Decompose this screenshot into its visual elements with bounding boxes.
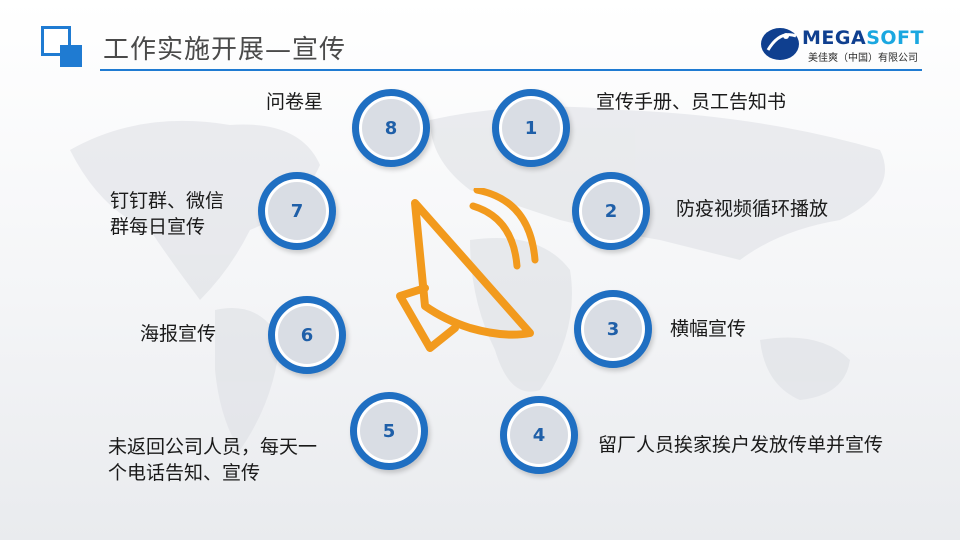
item-label-2: 防疫视频循环播放 — [676, 198, 829, 220]
step-circle-7: 7 — [258, 172, 336, 250]
step-circle-4: 4 — [500, 396, 578, 474]
item-label-3: 横幅宣传 — [670, 318, 747, 340]
step-circle-6: 6 — [268, 296, 346, 374]
logo-brand-left: MEGA — [802, 27, 867, 49]
header-divider — [100, 69, 922, 71]
step-circle-5: 5 — [350, 392, 428, 470]
logo-brand-right: SOFT — [866, 27, 924, 49]
step-circle-3: 3 — [574, 290, 652, 368]
item-label-5: 未返回公司人员，每天一 个电话告知、宣传 — [108, 434, 317, 486]
step-circle-2: 2 — [572, 172, 650, 250]
company-logo: MEGASOFT 美佳爽（中国）有限公司 — [760, 24, 925, 64]
item-label-4: 留厂人员挨家挨户发放传单并宣传 — [598, 434, 884, 456]
logo-subtitle: 美佳爽（中国）有限公司 — [808, 53, 918, 64]
page-title: 工作实施开展—宣传 — [103, 35, 347, 65]
header-square-fill — [60, 45, 82, 67]
step-circle-1: 1 — [492, 89, 570, 167]
logo-mark-icon — [761, 28, 799, 60]
item-label-6: 海报宣传 — [140, 323, 217, 345]
item-label-7-line1: 钉钉群、微信 — [110, 190, 225, 212]
item-label-7: 钉钉群、微信 群每日宣传 — [110, 188, 224, 240]
item-label-5-line2: 个电话告知、宣传 — [108, 462, 261, 484]
step-circle-8: 8 — [352, 89, 430, 167]
item-label-1: 宣传手册、员工告知书 — [596, 91, 787, 113]
item-label-5-line1: 未返回公司人员，每天一 — [108, 436, 318, 458]
speaker-icon — [396, 188, 539, 352]
item-label-8: 问卷星 — [266, 91, 324, 113]
logo-wordmark: MEGASOFT — [802, 27, 924, 49]
item-label-7-line2: 群每日宣传 — [110, 216, 206, 238]
